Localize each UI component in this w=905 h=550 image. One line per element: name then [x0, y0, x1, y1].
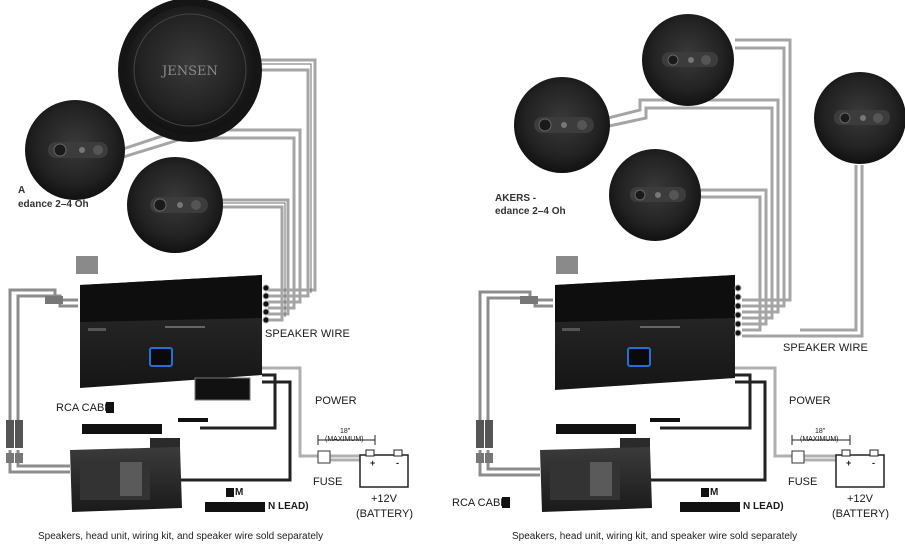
speaker-wire-label-left: SPEAKER WIRE — [265, 328, 350, 340]
remote-label-right: N LEAD) — [743, 501, 784, 512]
battery-left — [359, 449, 409, 488]
fuse-right — [791, 450, 805, 464]
remote-label-left: N LEAD) — [268, 501, 309, 512]
caption-right: Speakers, head unit, wiring kit, and spe… — [512, 531, 798, 542]
coax-speaker-left-1 — [25, 100, 125, 200]
fuse-label-right: FUSE — [788, 476, 818, 488]
coax-speaker-right-1 — [642, 14, 734, 106]
rca-label-right: RCA CABL — [452, 497, 507, 509]
coax-speaker-right-4 — [814, 72, 905, 164]
coax-speaker-right-3 — [609, 149, 701, 241]
fuse-left — [317, 450, 331, 464]
battery-plus-left: + — [370, 458, 376, 468]
battery-minus-left: - — [396, 458, 399, 468]
caption-left: Speakers, head unit, wiring kit, and spe… — [38, 531, 324, 542]
speaker-wire-label-right: SPEAKER WIRE — [783, 342, 868, 354]
impedance-label-right-1: AKERS - — [495, 193, 537, 204]
fuse-label-left: FUSE — [313, 476, 343, 488]
impedance-label-left-1: A — [18, 185, 26, 196]
speaker-wires-right — [599, 38, 864, 338]
length-label-right: 18" — [815, 428, 826, 435]
power-label-left: POWER — [315, 395, 357, 407]
battery-label-right: (BATTERY) — [832, 508, 890, 520]
max-label-left: (MAXIMUM) — [325, 436, 364, 443]
amplifier-right — [555, 275, 742, 390]
amplifier-left — [80, 275, 270, 401]
impedance-label-right-2: edance 2–4 Oh — [495, 206, 566, 217]
head-unit-right — [540, 438, 652, 512]
battery-minus-right: - — [872, 458, 875, 468]
power-label-right: POWER — [789, 395, 831, 407]
right-diagram — [476, 14, 905, 512]
max-label-right: (MAXIMUM) — [800, 436, 839, 443]
length-label-left: 18" — [340, 428, 351, 435]
battery-right — [835, 449, 885, 488]
subwoofer-left: JENSEN — [118, 0, 262, 142]
battery-voltage-left: +12V — [371, 493, 397, 505]
speaker-brand-logo: JENSEN — [160, 64, 218, 79]
head-unit-left — [70, 438, 182, 512]
left-diagram: JENSEN — [6, 0, 409, 512]
coax-speaker-right-2 — [514, 77, 610, 173]
ground-label-left: M — [235, 487, 244, 498]
impedance-label-left-2: edance 2–4 Oh — [18, 199, 89, 210]
ground-label-right: M — [710, 487, 719, 498]
rca-label-left: RCA CABL — [56, 402, 111, 414]
battery-voltage-right: +12V — [847, 493, 873, 505]
coax-speaker-left-2 — [127, 157, 223, 253]
battery-plus-right: + — [846, 458, 852, 468]
battery-label-left: (BATTERY) — [356, 508, 414, 520]
